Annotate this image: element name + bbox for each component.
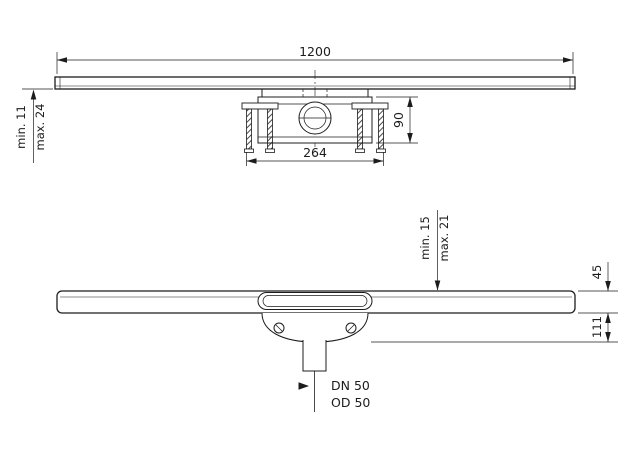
bracket-right — [351, 102, 389, 110]
adjust-max-label: max. 24 — [33, 104, 47, 151]
foot-plate — [265, 148, 275, 153]
dim-264-label: 264 — [303, 145, 327, 160]
mounting-feet — [241, 102, 389, 153]
bracket-left — [241, 102, 279, 110]
threaded-rod — [246, 108, 252, 150]
dim-adjust-height-right: min. 15 max. 21 — [418, 210, 451, 291]
front-view: 1200 min. 11 max. 24 — [14, 44, 576, 166]
side-view: min. 15 max. 21 DN 50 OD 50 — [56, 210, 618, 412]
dim-adjust-height-left: min. 11 max. 24 — [14, 88, 53, 163]
adjust-max-label: max. 21 — [437, 215, 451, 262]
trap-body — [261, 312, 369, 412]
dim-body-height-90: 90 — [376, 96, 418, 144]
arrow-down — [407, 133, 413, 143]
outlet-pipe — [302, 340, 327, 372]
arrow-down — [605, 281, 611, 291]
foot-plate — [355, 148, 365, 153]
dim-length-label: 1200 — [299, 44, 331, 59]
arrow-up — [605, 313, 611, 323]
screw-slot-left — [275, 324, 283, 332]
foot-plate — [244, 148, 254, 153]
arrow-left — [57, 57, 67, 63]
arrow-up — [407, 97, 413, 107]
screw-slot-right — [347, 324, 355, 332]
dim-45-111: 45 111 — [371, 262, 618, 343]
dim-90-label: 90 — [391, 112, 406, 128]
arrow-down — [434, 280, 441, 291]
dim-111-label: 111 — [590, 316, 604, 338]
grate-inner — [262, 295, 368, 307]
grate — [257, 292, 373, 310]
outlet-callout: DN 50 OD 50 — [298, 378, 370, 410]
grate-outer — [257, 292, 373, 310]
foot-plate — [376, 148, 386, 153]
dim-length-1200: 1200 — [56, 44, 574, 74]
drain-body-front-view — [257, 89, 373, 144]
threaded-rod — [267, 108, 273, 150]
arrow-left — [246, 158, 257, 164]
arrow-down — [605, 332, 611, 342]
dim-45-label: 45 — [590, 265, 604, 280]
dim-feet-span-264: 264 — [246, 145, 384, 166]
outlet-dn-label: DN 50 — [331, 378, 370, 393]
arrow-right — [298, 382, 309, 390]
threaded-rod — [357, 108, 363, 150]
outlet-od-label: OD 50 — [331, 395, 370, 410]
adjust-min-label: min. 15 — [418, 216, 432, 260]
arrow-up — [30, 89, 37, 100]
adjust-min-label: min. 11 — [14, 105, 28, 149]
arrow-right — [563, 57, 573, 63]
arrow-right — [373, 158, 384, 164]
